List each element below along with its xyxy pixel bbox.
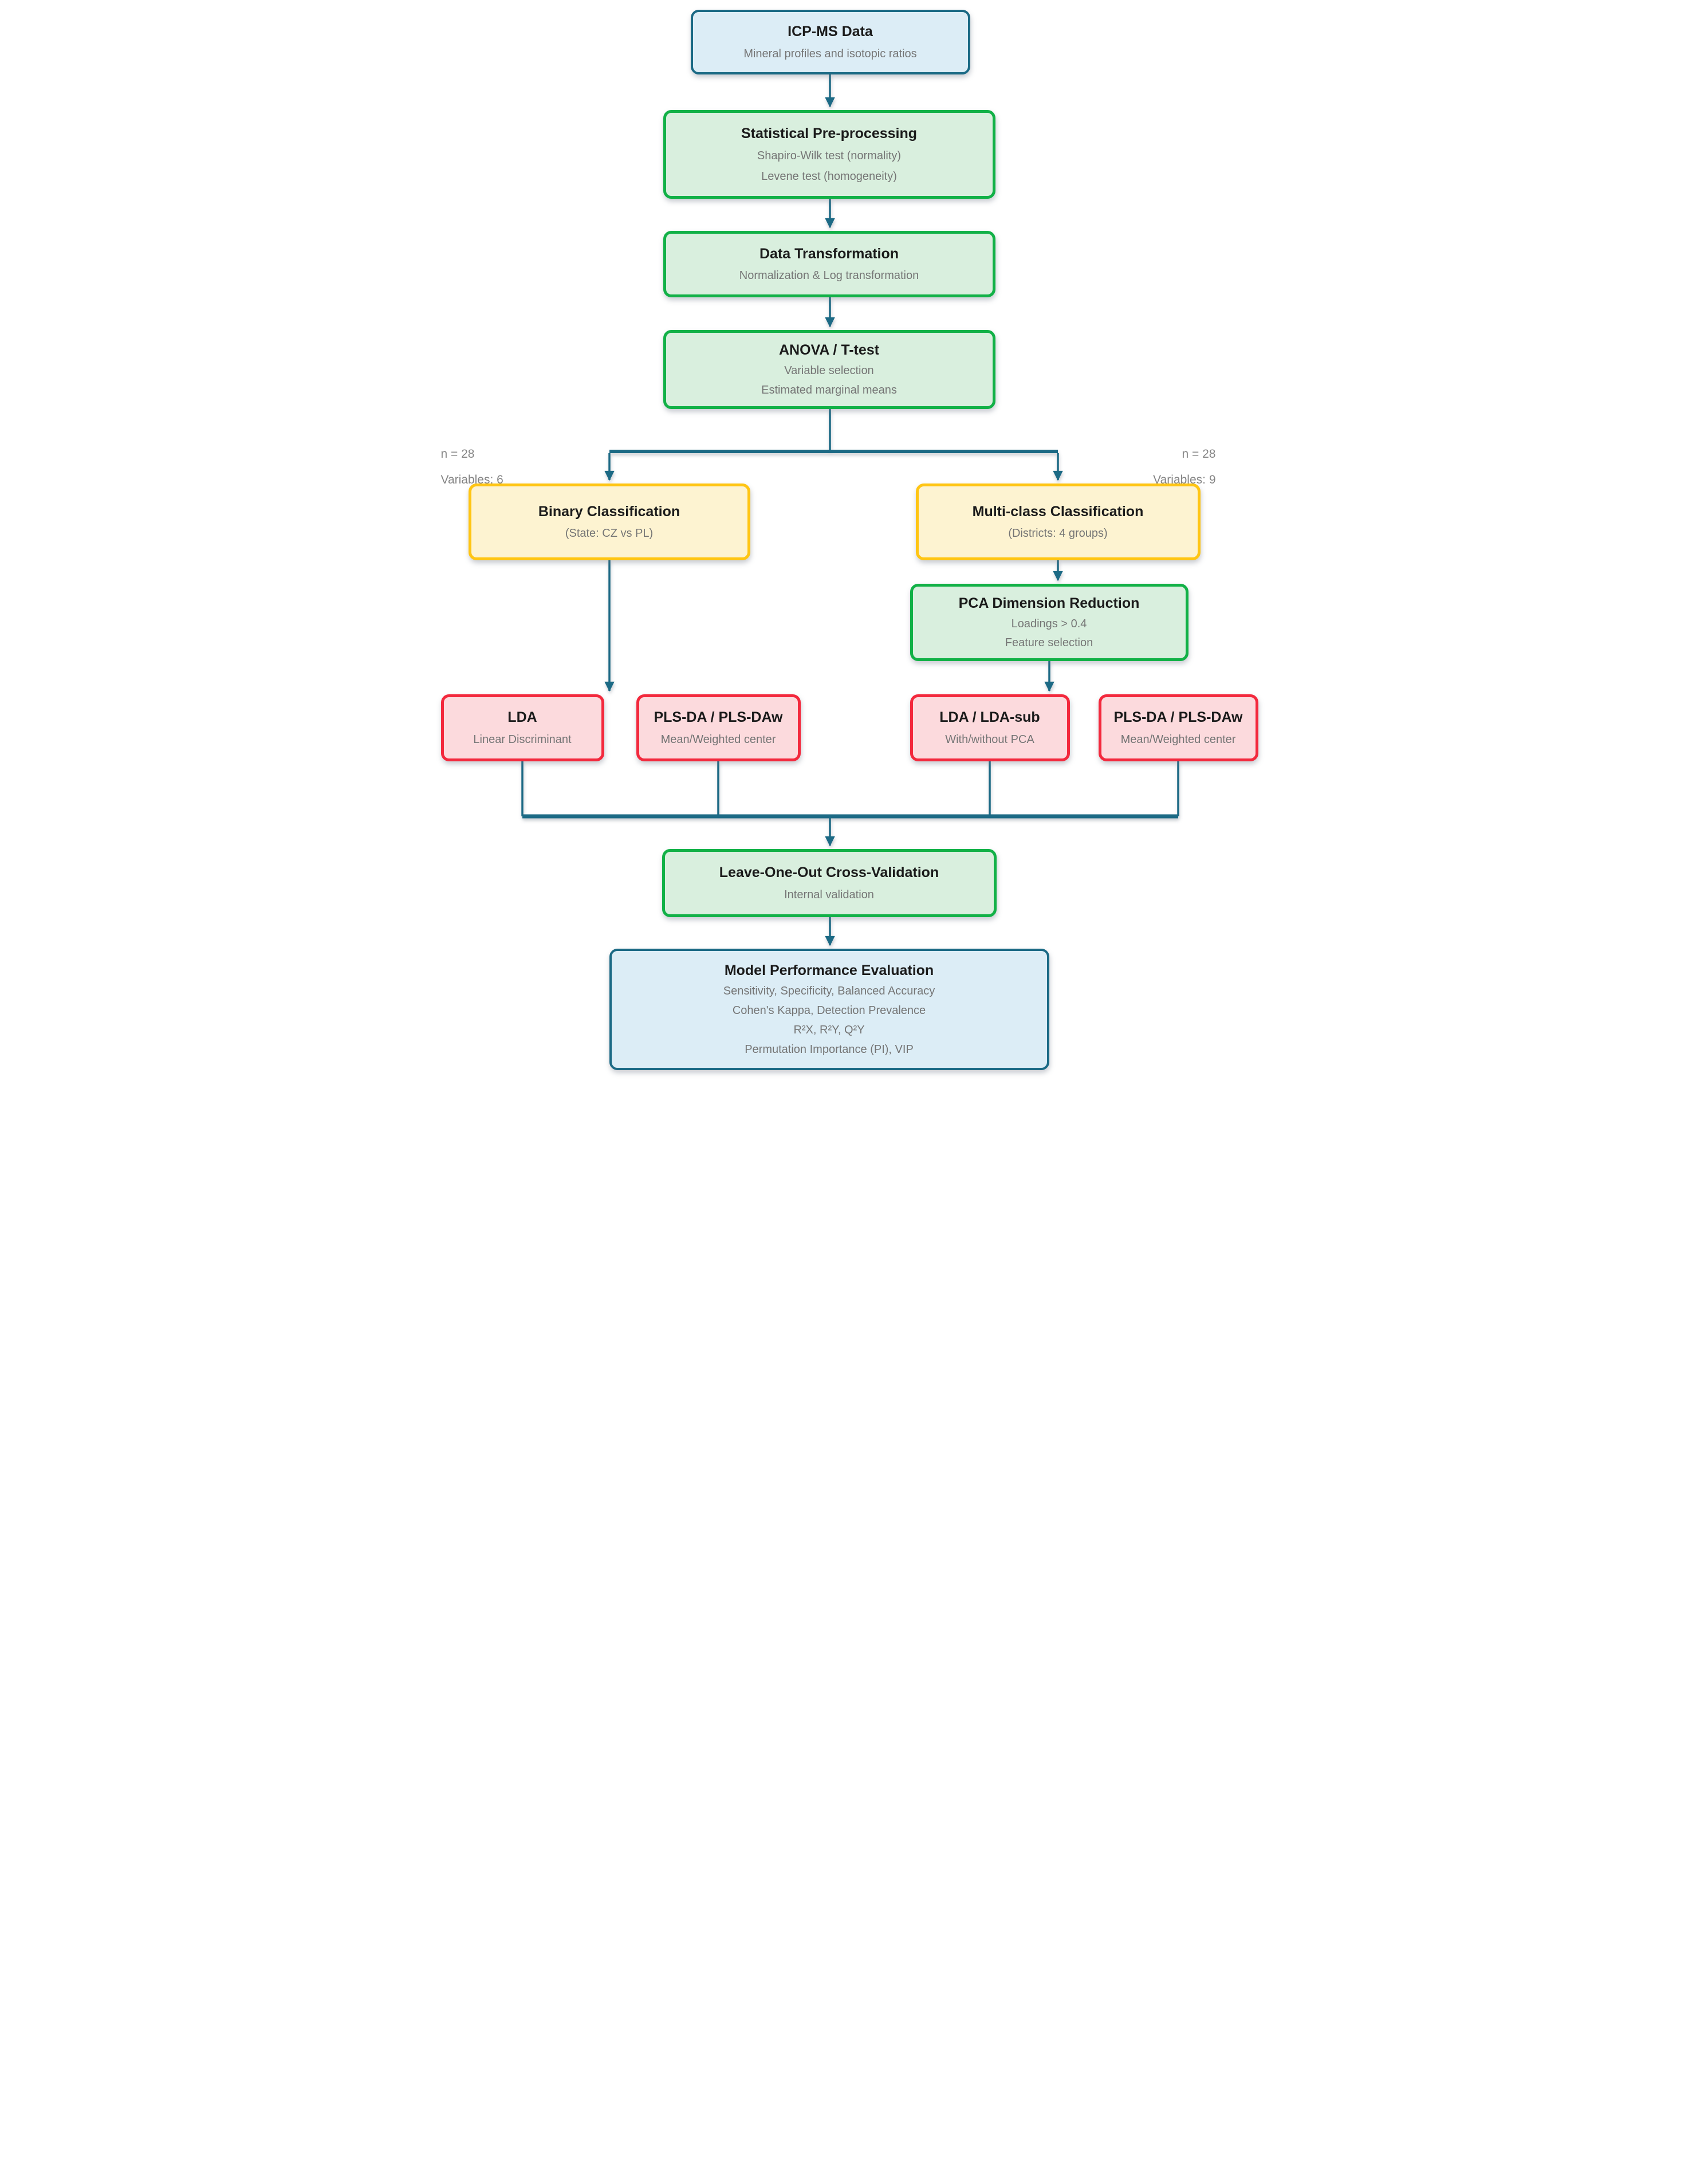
node-subtitle: Feature selection <box>1005 636 1093 649</box>
node-title: Model Performance Evaluation <box>724 962 934 978</box>
node-title: Leave-One-Out Cross-Validation <box>719 864 939 881</box>
node-model-performance-evaluation: Model Performance Evaluation Sensitivity… <box>609 949 1049 1070</box>
node-subtitle: Mineral profiles and isotopic ratios <box>743 47 917 60</box>
node-subtitle: Mean/Weighted center <box>1120 733 1236 746</box>
node-plsda-binary: PLS-DA / PLS-DAw Mean/Weighted center <box>636 694 801 761</box>
node-subtitle: (Districts: 4 groups) <box>1008 527 1108 540</box>
node-title: Multi-class Classification <box>972 503 1144 520</box>
node-pca-dimension-reduction: PCA Dimension Reduction Loadings > 0.4 F… <box>910 584 1188 661</box>
annotation-n: n = 28 <box>1182 447 1216 461</box>
annotation-variables: Variables: 6 <box>440 473 503 487</box>
node-subtitle: Estimated marginal means <box>761 384 897 397</box>
node-subtitle: With/without PCA <box>945 733 1034 746</box>
node-multiclass-classification: Multi-class Classification (Districts: 4… <box>915 483 1201 560</box>
node-subtitle: Cohen's Kappa, Detection Prevalence <box>732 1004 926 1017</box>
node-lda: LDA Linear Discriminant <box>440 694 604 761</box>
node-subtitle: Permutation Importance (PI), VIP <box>745 1043 914 1056</box>
node-lda-sub: LDA / LDA-sub With/without PCA <box>910 694 1070 761</box>
node-subtitle: Levene test (homogeneity) <box>761 170 897 183</box>
node-title: LDA / LDA-sub <box>939 709 1040 726</box>
node-icpms-data: ICP-MS Data Mineral profiles and isotopi… <box>690 10 970 74</box>
node-subtitle: R²X, R²Y, Q²Y <box>793 1024 865 1037</box>
node-title: PCA Dimension Reduction <box>958 595 1140 612</box>
branch-annotation-right: n = 28 Variables: 9 <box>1153 441 1215 493</box>
flowchart-canvas: ICP-MS Data Mineral profiles and isotopi… <box>427 0 1281 1081</box>
node-subtitle: Loadings > 0.4 <box>1011 617 1087 630</box>
node-title: Data Transformation <box>759 245 899 262</box>
node-subtitle: Linear Discriminant <box>473 733 572 746</box>
node-loocv: Leave-One-Out Cross-Validation Internal … <box>662 849 997 917</box>
node-title: Binary Classification <box>538 503 680 520</box>
node-title: Statistical Pre-processing <box>741 125 918 142</box>
node-plsda-multiclass: PLS-DA / PLS-DAw Mean/Weighted center <box>1098 694 1258 761</box>
node-anova-ttest: ANOVA / T-test Variable selection Estima… <box>663 330 995 409</box>
node-title: ANOVA / T-test <box>778 341 879 358</box>
node-data-transformation: Data Transformation Normalization & Log … <box>663 231 995 297</box>
annotation-variables: Variables: 9 <box>1153 473 1216 487</box>
node-title: PLS-DA / PLS-DAw <box>1113 709 1243 726</box>
node-subtitle: (State: CZ vs PL) <box>565 527 654 540</box>
node-subtitle: Sensitivity, Specificity, Balanced Accur… <box>723 985 935 998</box>
flow-connectors <box>521 74 1179 946</box>
node-title: ICP-MS Data <box>788 23 873 40</box>
node-binary-classification: Binary Classification (State: CZ vs PL) <box>468 483 750 560</box>
node-statistical-preprocessing: Statistical Pre-processing Shapiro-Wilk … <box>663 110 995 199</box>
annotation-n: n = 28 <box>440 447 475 461</box>
node-subtitle: Variable selection <box>784 364 874 378</box>
node-title: PLS-DA / PLS-DAw <box>654 709 783 726</box>
node-subtitle: Shapiro-Wilk test (normality) <box>757 149 902 162</box>
node-subtitle: Normalization & Log transformation <box>739 269 919 282</box>
branch-annotation-left: n = 28 Variables: 6 <box>441 441 503 493</box>
node-title: LDA <box>507 709 537 726</box>
node-subtitle: Internal validation <box>784 888 874 901</box>
node-subtitle: Mean/Weighted center <box>660 733 776 746</box>
